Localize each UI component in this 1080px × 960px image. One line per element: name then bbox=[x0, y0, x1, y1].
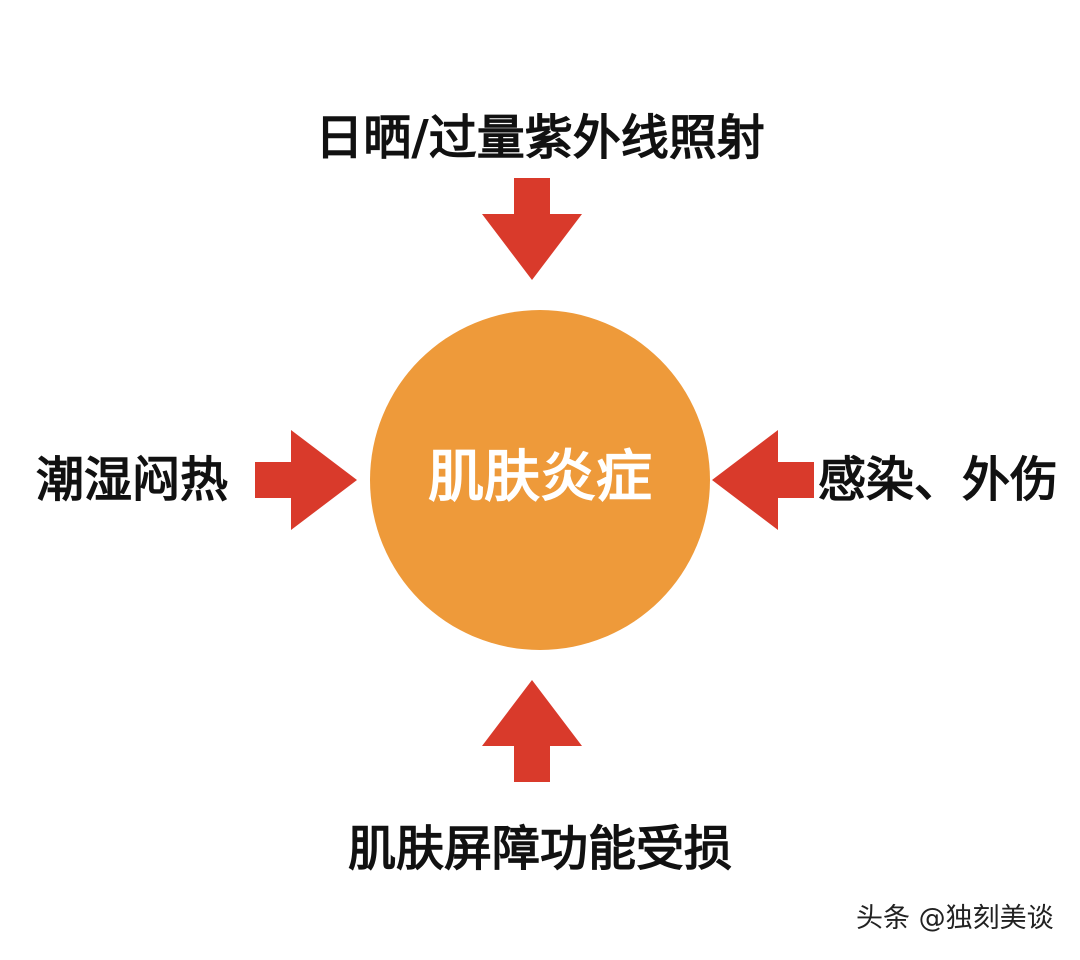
arrow-right-shape bbox=[255, 430, 357, 530]
center-label: 肌肤炎症 bbox=[428, 445, 652, 510]
arrow-right-icon bbox=[255, 430, 357, 530]
cause-label-bottom: 肌肤屏障功能受损 bbox=[347, 821, 732, 877]
cause-label-left: 潮湿闷热 bbox=[36, 452, 229, 508]
center-circle: 肌肤炎症 bbox=[370, 310, 710, 650]
arrow-up-shape bbox=[482, 680, 582, 782]
cause-label-top: 日晒/过量紫外线照射 bbox=[315, 110, 765, 166]
arrow-down-shape bbox=[482, 178, 582, 280]
arrow-up-icon bbox=[482, 680, 582, 782]
watermark: 头条 @独刻美谈 bbox=[856, 903, 1054, 934]
arrow-left-shape bbox=[712, 430, 814, 530]
arrow-down-icon bbox=[482, 178, 582, 280]
cause-label-right: 感染、外伤 bbox=[818, 452, 1059, 508]
arrow-left-icon bbox=[712, 430, 814, 530]
